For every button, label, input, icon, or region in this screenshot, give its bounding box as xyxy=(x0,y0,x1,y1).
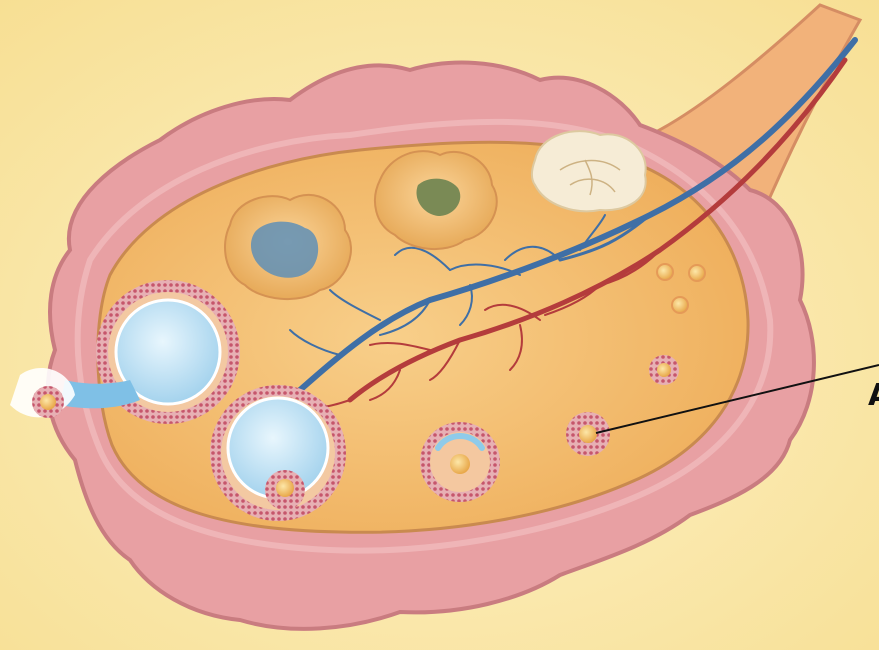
corpus-luteum xyxy=(375,151,497,249)
callout-label: A xyxy=(868,378,879,413)
secondary-follicle xyxy=(420,422,500,502)
corpus-luteum-early xyxy=(225,195,351,299)
corpus-albicans xyxy=(532,131,646,211)
antral-follicle xyxy=(210,385,346,521)
primary-follicle xyxy=(566,412,610,456)
small-follicle xyxy=(649,355,679,385)
